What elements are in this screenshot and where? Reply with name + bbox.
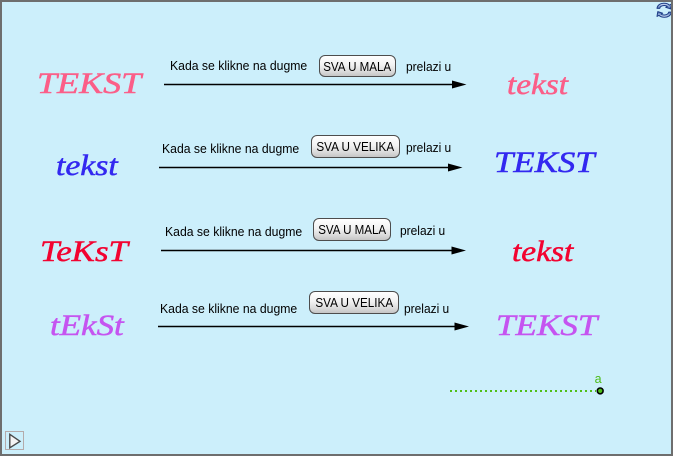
svg-text:a: a [595, 372, 602, 386]
